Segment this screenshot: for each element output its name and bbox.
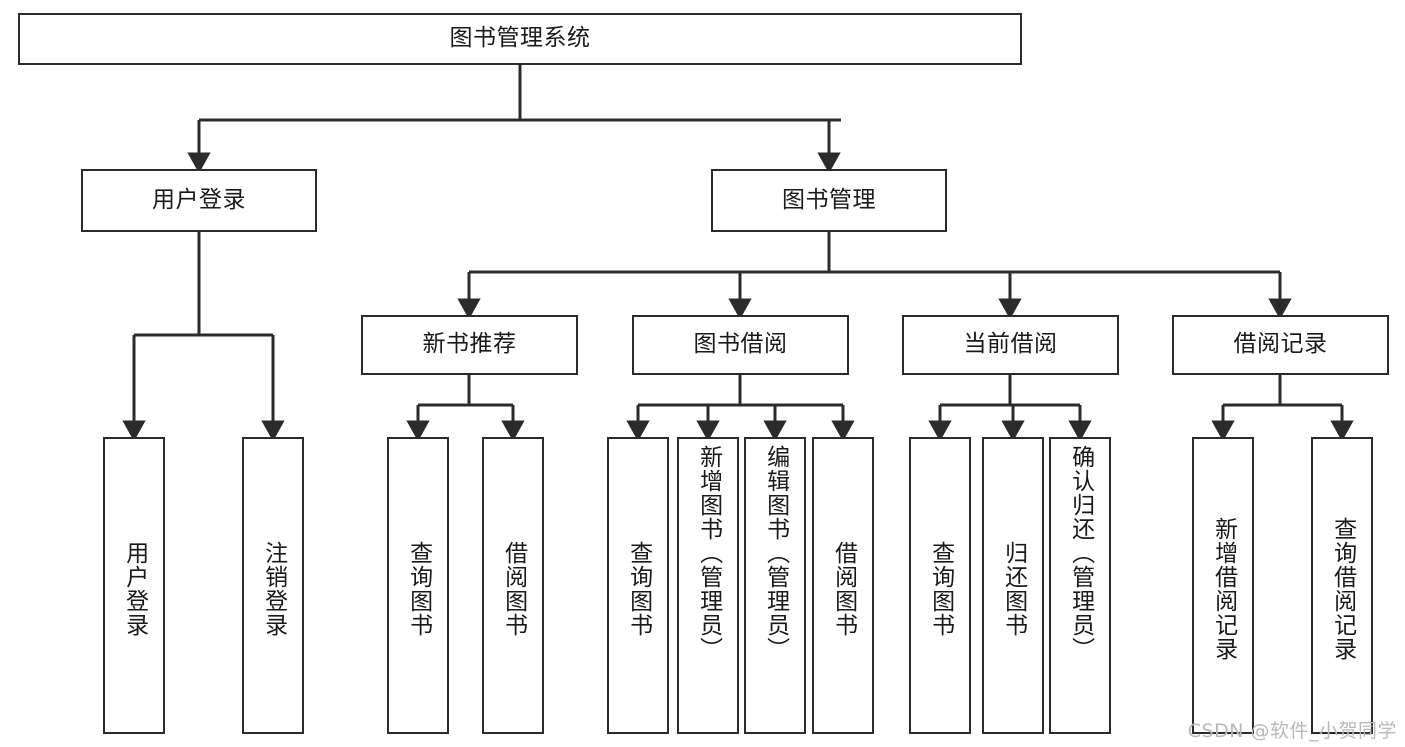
node-leaf-return-book[interactable]: 归还图书 [982, 437, 1044, 734]
node-current-borrow-label: 当前借阅 [963, 331, 1058, 358]
node-new-book-recommend[interactable]: 新书推荐 [361, 315, 578, 375]
connectors-user-login-to-leaves [122, 232, 285, 442]
node-leaf-query-borrow-record[interactable]: 查询借阅记录 [1311, 437, 1373, 734]
node-leaf-query-book-current-label: 查询图书 [927, 540, 954, 637]
node-leaf-query-borrow-record-label: 查询借阅记录 [1329, 516, 1356, 661]
node-leaf-user-login-label: 用户登录 [121, 540, 148, 637]
node-book-management[interactable]: 图书管理 [711, 169, 947, 232]
node-leaf-borrow-book[interactable]: 借阅图书 [812, 437, 874, 734]
node-new-book-recommend-label: 新书推荐 [422, 331, 517, 358]
connectors-root-to-level2 [187, 65, 841, 174]
connectors-new-book-recommend-to-leaves [406, 375, 525, 442]
node-leaf-borrow-book-rec-label: 借阅图书 [500, 540, 527, 637]
node-leaf-confirm-return-admin-label: 确认归还（管理员） [1067, 445, 1094, 661]
node-leaf-add-book-admin[interactable]: 新增图书（管理员） [677, 437, 739, 734]
connectors-current-borrow-to-leaves [928, 375, 1092, 442]
node-leaf-edit-book-admin[interactable]: 编辑图书（管理员） [744, 437, 806, 734]
node-leaf-borrow-book-rec[interactable]: 借阅图书 [482, 437, 544, 734]
node-leaf-logout-login-label: 注销登录 [260, 540, 287, 637]
node-leaf-query-book-rec-label: 查询图书 [405, 540, 432, 637]
node-user-login[interactable]: 用户登录 [81, 169, 317, 232]
node-leaf-borrow-book-label: 借阅图书 [830, 540, 857, 637]
connectors-book-management-to-level3 [457, 232, 1292, 320]
node-leaf-logout-login[interactable]: 注销登录 [242, 437, 304, 734]
node-book-borrow-label: 图书借阅 [693, 331, 788, 358]
node-leaf-edit-book-admin-label: 编辑图书（管理员） [762, 445, 789, 661]
connectors-book-borrow-to-leaves [626, 375, 855, 442]
node-leaf-query-book-current[interactable]: 查询图书 [909, 437, 971, 734]
node-root-system[interactable]: 图书管理系统 [18, 13, 1022, 65]
node-current-borrow[interactable]: 当前借阅 [902, 315, 1119, 375]
node-leaf-query-book-borrow[interactable]: 查询图书 [607, 437, 669, 734]
node-leaf-add-borrow-record-label: 新增借阅记录 [1210, 516, 1237, 661]
connectors-borrow-record-to-leaves [1211, 375, 1354, 442]
node-borrow-record-label: 借阅记录 [1233, 331, 1328, 358]
node-leaf-query-book-borrow-label: 查询图书 [625, 540, 652, 637]
node-root-label: 图书管理系统 [449, 25, 591, 52]
node-user-login-label: 用户登录 [152, 186, 246, 213]
node-leaf-confirm-return-admin[interactable]: 确认归还（管理员） [1049, 437, 1111, 734]
node-leaf-return-book-label: 归还图书 [1000, 540, 1027, 637]
node-leaf-add-borrow-record[interactable]: 新增借阅记录 [1192, 437, 1254, 734]
node-leaf-user-login[interactable]: 用户登录 [103, 437, 165, 734]
node-borrow-record[interactable]: 借阅记录 [1172, 315, 1389, 375]
node-leaf-add-book-admin-label: 新增图书（管理员） [695, 445, 722, 661]
node-leaf-query-book-rec[interactable]: 查询图书 [387, 437, 449, 734]
node-book-borrow[interactable]: 图书借阅 [632, 315, 849, 375]
node-book-management-label: 图书管理 [782, 186, 876, 213]
